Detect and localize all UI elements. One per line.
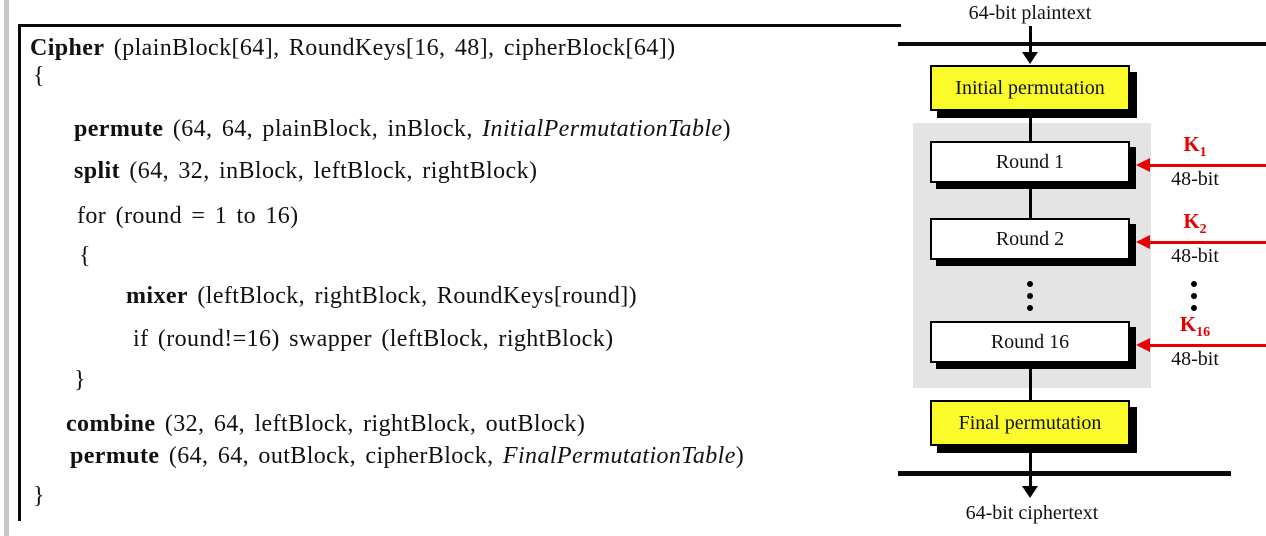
initial-permutation-box: Initial permutation bbox=[930, 65, 1130, 111]
round-1-box: Round 1 bbox=[930, 141, 1130, 183]
code-text: (32, 64, leftBlock, rightBlock, outBlock… bbox=[155, 411, 586, 437]
round-2-box: Round 2 bbox=[930, 218, 1130, 260]
code-line: { bbox=[33, 62, 45, 90]
code-text: (64, 32, inBlock, leftBlock, rightBlock) bbox=[120, 158, 538, 184]
dot bbox=[1191, 305, 1197, 311]
final-permutation-box: Final permutation bbox=[930, 400, 1130, 446]
dot bbox=[1027, 293, 1033, 299]
key-2-label: K2 bbox=[1150, 209, 1240, 238]
code-text: (64, 64, outBlock, cipherBlock, bbox=[159, 443, 503, 469]
key-2-arrowhead-icon bbox=[1136, 235, 1150, 249]
key-sub: 16 bbox=[1196, 325, 1211, 341]
code-keyword: split bbox=[74, 158, 121, 184]
key-sub: 1 bbox=[1199, 145, 1207, 161]
code-keyword: Cipher bbox=[30, 35, 105, 61]
ciphertext-label: 64-bit ciphertext bbox=[965, 502, 1099, 524]
code-italic-identifier: InitialPermutationTable bbox=[482, 116, 723, 142]
plaintext-arrow-line bbox=[1029, 26, 1032, 54]
pseudocode-panel bbox=[18, 24, 901, 521]
dot bbox=[1191, 293, 1197, 299]
round-16-box: Round 16 bbox=[930, 321, 1130, 363]
code-text: for (round = 1 to 16) bbox=[77, 203, 299, 229]
code-text: (leftBlock, rightBlock, RoundKeys[round]… bbox=[187, 283, 638, 309]
code-line: split (64, 32, inBlock, leftBlock, right… bbox=[74, 157, 537, 185]
key-1-label: K1 bbox=[1150, 132, 1240, 161]
initial-permutation-label: Initial permutation bbox=[955, 76, 1105, 99]
connector-line bbox=[1029, 362, 1032, 402]
dot bbox=[1027, 281, 1033, 287]
round-16-label: Round 16 bbox=[990, 330, 1070, 353]
code-text: { bbox=[79, 243, 91, 269]
plaintext-label: 64-bit plaintext bbox=[968, 2, 1092, 24]
code-line: permute (64, 64, plainBlock, inBlock, In… bbox=[74, 115, 731, 143]
final-permutation-label: Final permutation bbox=[958, 411, 1102, 434]
key-16-arrowhead-icon bbox=[1136, 338, 1150, 352]
rounds-ellipsis-icon bbox=[1027, 281, 1033, 311]
code-line: permute (64, 64, outBlock, cipherBlock, … bbox=[70, 442, 744, 470]
code-keyword: mixer bbox=[126, 283, 188, 309]
code-text: } bbox=[74, 367, 86, 393]
code-line: mixer (leftBlock, rightBlock, RoundKeys[… bbox=[126, 282, 637, 310]
key-1-arrowhead-icon bbox=[1136, 158, 1150, 172]
code-line: if (round!=16) swapper (leftBlock, right… bbox=[133, 325, 613, 353]
code-keyword: permute bbox=[74, 116, 164, 142]
connector-line bbox=[1029, 446, 1032, 488]
code-keyword: permute bbox=[70, 443, 160, 469]
connector-line bbox=[1029, 110, 1032, 143]
key-16-arrow-line bbox=[1148, 344, 1266, 347]
key-base: K bbox=[1179, 312, 1197, 336]
connector-line bbox=[1029, 183, 1032, 219]
code-text: ) bbox=[735, 443, 745, 469]
key-base: K bbox=[1183, 132, 1200, 156]
code-line: } bbox=[33, 482, 45, 510]
key-sub: 2 bbox=[1199, 222, 1207, 238]
code-line: combine (32, 64, leftBlock, rightBlock, … bbox=[66, 410, 585, 438]
plaintext-arrowhead-icon bbox=[1022, 52, 1038, 64]
key-base: K bbox=[1183, 209, 1200, 233]
ciphertext-arrowhead-icon bbox=[1022, 486, 1038, 498]
code-text: (plainBlock[64], RoundKeys[16, 48], ciph… bbox=[104, 35, 676, 61]
key-16-bits-label: 48-bit bbox=[1171, 348, 1219, 370]
round-2-label: Round 2 bbox=[995, 227, 1065, 250]
code-text: } bbox=[33, 483, 45, 509]
round-1-label: Round 1 bbox=[995, 150, 1065, 173]
key-1-arrow-line bbox=[1148, 164, 1266, 167]
code-text: (64, 64, plainBlock, inBlock, bbox=[163, 116, 483, 142]
key-16-label: K16 bbox=[1150, 312, 1240, 341]
code-line: { bbox=[79, 242, 91, 270]
dot bbox=[1191, 281, 1197, 287]
dot bbox=[1027, 305, 1033, 311]
code-line: } bbox=[74, 366, 86, 394]
code-line: for (round = 1 to 16) bbox=[77, 202, 299, 230]
keys-ellipsis-icon bbox=[1191, 281, 1197, 311]
code-text: { bbox=[33, 63, 45, 89]
key-2-arrow-line bbox=[1148, 241, 1266, 244]
code-keyword: combine bbox=[66, 411, 156, 437]
page-edge-strip bbox=[4, 0, 9, 536]
code-text: ) bbox=[722, 116, 731, 142]
input-rule bbox=[898, 42, 1266, 46]
key-1-bits-label: 48-bit bbox=[1171, 168, 1219, 190]
code-italic-identifier: FinalPermutationTable bbox=[502, 443, 736, 469]
output-rule bbox=[898, 471, 1231, 476]
key-2-bits-label: 48-bit bbox=[1171, 245, 1219, 267]
code-text: if (round!=16) swapper (leftBlock, right… bbox=[133, 326, 614, 352]
code-line: Cipher (plainBlock[64], RoundKeys[16, 48… bbox=[30, 34, 676, 62]
